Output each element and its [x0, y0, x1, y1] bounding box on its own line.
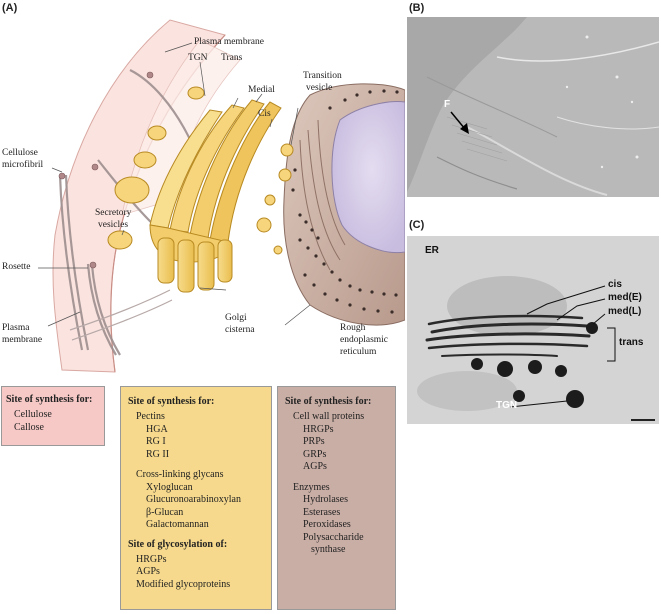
micro-c-tgn-label: TGN — [496, 400, 518, 411]
label-rosette: Rosette — [2, 262, 31, 272]
label-cis: Cis — [258, 109, 271, 119]
golgi-glycan-item: Galactomannan — [146, 519, 209, 530]
er-group2-title: Enzymes — [293, 481, 330, 493]
micrograph-b — [407, 17, 659, 197]
label-golgi-cisterna-1: Golgi — [225, 313, 247, 323]
er-protein-item: PRPs — [303, 436, 325, 447]
golgi-pectin-item: RG I — [146, 436, 166, 447]
leader-lines — [38, 42, 311, 327]
panel-a-letter: (A) — [2, 2, 18, 14]
label-cellulose-microfibril-2: microfibril — [2, 160, 44, 170]
rosettes — [58, 71, 154, 269]
golgi-glycosylation-item: AGPs — [136, 566, 160, 577]
golgi-glycan-item: Glucuronoarabinoxylan — [146, 494, 241, 505]
golgi-glycosylation-item: Modified glycoproteins — [136, 578, 231, 590]
golgi-glycan-item: Xyloglucan — [146, 481, 193, 493]
er-enzyme-item: synthase — [311, 544, 346, 555]
pm-box-item: Callose — [14, 421, 44, 433]
golgi-group1-title: Pectins — [136, 411, 165, 422]
cisternae-stack — [425, 314, 591, 357]
golgi-synthesis-box: Site of synthesis for: Pectins HGA RG I … — [120, 386, 272, 610]
er-protein-item: GRPs — [303, 448, 327, 460]
er-group1-title: Cell wall proteins — [293, 411, 365, 422]
pm-synthesis-box: Site of synthesis for: Cellulose Callose — [1, 386, 105, 446]
micro-c-trans-label: trans — [619, 337, 644, 348]
label-rough-er-1: Rough — [340, 323, 366, 333]
er-enzyme-item: Polysaccharide — [303, 531, 364, 543]
label-plasma-membrane-bottom-1: Plasma — [2, 323, 30, 333]
micro-b-f-label: F — [444, 99, 451, 110]
er-enzyme-item: Peroxidases — [303, 519, 351, 530]
label-cellulose-microfibril-1: Cellulose — [2, 148, 38, 158]
label-secretory-vesicles-1: Secretory — [95, 208, 132, 218]
cell-wall-golgi-illustration — [38, 19, 405, 373]
scale-bar — [631, 419, 655, 421]
micro-c-med-e-label: med(E) — [608, 292, 642, 303]
er-synthesis-box: Site of synthesis for: Cell wall protein… — [277, 386, 396, 610]
label-plasma-membrane-bottom-2: membrane — [2, 335, 43, 345]
golgi-pectin-item: RG II — [146, 448, 170, 460]
label-tgn: TGN — [188, 53, 208, 63]
label-trans: Trans — [221, 53, 243, 63]
er-protein-item: AGPs — [303, 461, 327, 472]
er-protein-item: HRGPs — [303, 423, 334, 435]
f-arrow — [450, 111, 466, 130]
golgi-glycosylation-item: HRGPs — [136, 553, 167, 565]
pm-box-header: Site of synthesis for: — [6, 394, 93, 405]
micro-c-cis-label: cis — [608, 279, 622, 290]
label-rough-er-2: endoplasmic — [340, 335, 389, 345]
golgi-box-header2: Site of glycosylation of: — [128, 538, 228, 550]
golgi-group2-title: Cross-linking glycans — [136, 469, 224, 480]
er-enzyme-item: Hydrolases — [303, 494, 348, 505]
golgi-glycan-item: β-Glucan — [146, 506, 184, 518]
label-medial: Medial — [248, 85, 275, 95]
ribosomes — [291, 89, 399, 314]
tgn-vesicles — [471, 322, 598, 408]
micro-c-med-l-label: med(L) — [608, 306, 642, 317]
label-rough-er-3: reticulum — [340, 347, 377, 357]
golgi-lower-cisternae — [157, 237, 233, 293]
nucleus — [331, 101, 405, 254]
er-enzyme-item: Esterases — [303, 506, 341, 518]
plasma-membrane-inner-sheet — [121, 39, 241, 216]
pm-box-item: Cellulose — [14, 409, 52, 420]
label-plasma-membrane-top: Plasma membrane — [194, 37, 264, 47]
panel-c-letter: (C) — [409, 219, 425, 231]
label-transition-vesicle-2: vesicle — [306, 83, 333, 93]
label-secretory-vesicles-2: vesicles — [98, 220, 129, 230]
er-box-header: Site of synthesis for: — [285, 396, 372, 407]
micro-c-er-label: ER — [425, 245, 439, 256]
label-transition-vesicle-1: Transition — [303, 71, 342, 81]
golgi-pectin-item: HGA — [146, 423, 168, 435]
vesicles — [107, 86, 294, 255]
label-golgi-cisterna-2: cisterna — [225, 325, 255, 335]
micrograph-c — [407, 236, 659, 424]
golgi-box-header: Site of synthesis for: — [128, 396, 215, 407]
panel-b-letter: (B) — [409, 2, 425, 14]
